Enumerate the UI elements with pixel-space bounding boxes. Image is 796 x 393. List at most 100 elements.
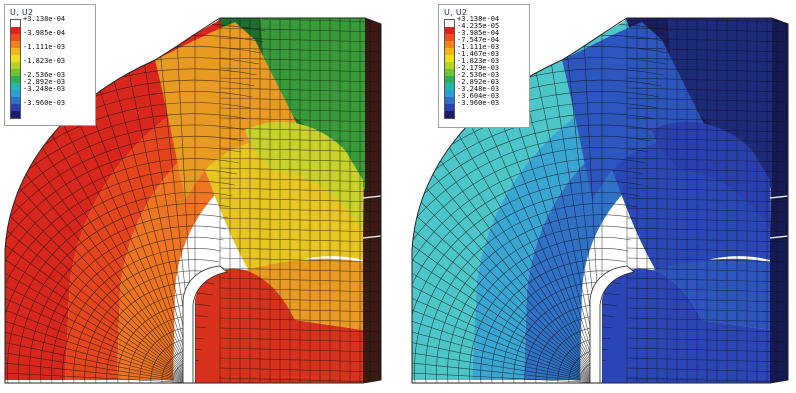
legend-tick-label: -3.960e-03: [23, 99, 66, 107]
region-low-front: [195, 268, 363, 383]
mesh-row: [626, 227, 788, 233]
mesh-row: [219, 207, 381, 213]
legend-tick-label: -2.892e-03: [23, 78, 66, 86]
mesh-row: [219, 197, 381, 203]
mesh-radial: [412, 118, 603, 383]
mesh-row: [626, 77, 788, 83]
region-low-mid: [652, 258, 770, 330]
mesh-row: [626, 207, 788, 213]
mesh-row: [219, 317, 381, 323]
mesh-row: [626, 107, 788, 113]
legend-swatch: [11, 69, 20, 76]
legend-tick-labels: +3.138e-04 -3.985e-04 -1.111e-03 -1.823e…: [23, 16, 65, 119]
legend-color-scale: [444, 19, 455, 119]
mesh-arc: [73, 259, 220, 383]
legend-tick-label: -1.111e-03: [457, 43, 500, 51]
mesh-row: [626, 317, 788, 323]
legend-tick-label: -3.248e-03: [457, 85, 500, 93]
mesh-row: [626, 47, 788, 53]
mesh-arc: [5, 158, 240, 383]
legend-swatch: [445, 69, 454, 76]
mesh-row: [626, 67, 788, 73]
mesh-row: [626, 167, 788, 173]
right-mesh-model: [411, 17, 789, 384]
legend-swatch: [11, 76, 20, 83]
mesh-row: [219, 297, 381, 303]
mesh-row: [219, 277, 381, 283]
mesh-radial: [5, 360, 196, 383]
legend-swatch: [445, 90, 454, 97]
mesh-radial: [5, 232, 196, 383]
legend-swatch: [445, 27, 454, 34]
left-mesh-model: [4, 17, 382, 384]
mesh-row: [219, 137, 381, 143]
legend-tick-label: -3.604e-03: [457, 92, 500, 100]
notch-gap: [182, 265, 228, 384]
region-core-inner: [652, 121, 770, 230]
legend-tick-label: +3.138e-04: [457, 15, 500, 23]
mesh-radial: [5, 56, 196, 383]
mesh-row: [219, 247, 381, 253]
legend-tick-label: -2.179e-03: [457, 64, 500, 72]
mesh-row: [626, 147, 788, 153]
mesh-row: [219, 87, 381, 93]
region-band2: [117, 110, 295, 380]
legend-swatch: [445, 83, 454, 90]
mesh-row: [219, 357, 381, 363]
mesh-arc: [62, 248, 222, 383]
mesh-arc: [51, 236, 224, 383]
region-low-mid: [245, 258, 363, 330]
legend-swatch: [11, 97, 20, 104]
mesh-row: [626, 127, 788, 133]
mesh-radial: [412, 172, 603, 383]
legend-swatch: [11, 83, 20, 90]
mesh-row: [219, 307, 381, 313]
mesh-row: [219, 117, 381, 123]
mesh-radial: [5, 70, 196, 383]
mesh-radial: [412, 154, 603, 383]
legend-title: U, U2: [444, 8, 468, 17]
region-right-wall: [770, 18, 788, 383]
mesh-arc: [412, 68, 664, 383]
mesh-arc: [5, 169, 237, 383]
mesh-row: [626, 57, 788, 63]
mesh-radial: [412, 338, 603, 383]
mesh-row: [219, 27, 381, 33]
mesh-radial: [412, 192, 603, 383]
mesh-radial: [5, 252, 196, 383]
mesh-radial: [412, 30, 603, 383]
mesh-row: [626, 267, 788, 273]
mesh-row: [626, 297, 788, 303]
mesh-row: [219, 47, 381, 53]
mesh-row: [626, 217, 788, 223]
mesh-row: [219, 367, 381, 373]
mesh-arc: [412, 158, 647, 383]
legend-swatch: [11, 20, 20, 27]
mesh-arc: [5, 124, 246, 383]
mesh-row: [219, 177, 381, 183]
mesh-row: [626, 37, 788, 43]
mesh-arc: [412, 169, 644, 383]
region-low-front: [602, 268, 770, 383]
mesh-arc: [412, 135, 651, 383]
mesh-row: [219, 377, 381, 383]
mesh-arc: [469, 248, 629, 383]
mesh-radial: [412, 317, 603, 383]
mesh-arc: [5, 180, 235, 383]
legend-swatch: [445, 34, 454, 41]
mesh-radial: [412, 43, 603, 383]
mesh-row: [626, 197, 788, 203]
mesh-row: [626, 247, 788, 253]
mesh-arc: [414, 192, 640, 383]
mesh-row: [219, 37, 381, 43]
legend-tick-label: -1.467e-03: [457, 50, 500, 58]
left-legend: U, U2 +3.138e-04 -3.985e-04 -1.111e-03 -…: [4, 4, 96, 126]
legend-tick-label: +3.138e-04: [23, 15, 66, 23]
legend-tick-label: -7.547e-04: [457, 36, 500, 44]
mesh-row: [626, 177, 788, 183]
region-core-inner: [245, 121, 363, 230]
legend-tick-label: -2.536e-03: [23, 71, 66, 79]
mesh-row: [626, 327, 788, 333]
mesh-row: [626, 187, 788, 193]
mesh-row: [626, 97, 788, 103]
